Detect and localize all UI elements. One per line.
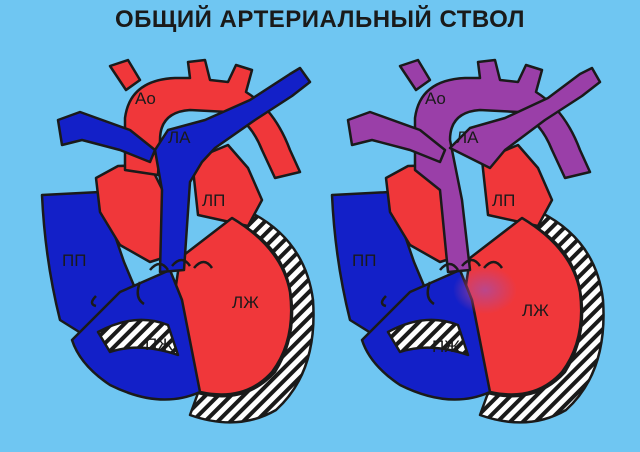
valve-marks-left xyxy=(90,258,214,308)
label-left-ventricle-left: ЛЖ xyxy=(232,293,259,312)
label-aorta-left: Ао xyxy=(135,89,156,108)
common-trunk-branch-right xyxy=(398,58,432,92)
heart-left xyxy=(40,58,315,424)
label-right-ventricle-right: ПЖ xyxy=(432,337,460,356)
pulmonary-artery-left xyxy=(153,66,312,274)
label-aorta-right: Ао xyxy=(425,89,446,108)
pulmonary-artery-right xyxy=(448,66,602,170)
label-left-atrium-left: ЛП xyxy=(202,191,225,210)
valve-marks-right xyxy=(380,258,504,308)
aorta-branch-left xyxy=(108,58,142,92)
label-right-atrium-right: ПП xyxy=(352,251,376,270)
left-atrium-right-upper xyxy=(480,143,554,228)
label-left-atrium-right: ЛП xyxy=(492,191,515,210)
mixing-zone-right xyxy=(453,266,517,314)
label-pulmonary-artery-right: ЛА xyxy=(456,128,479,147)
label-left-ventricle-right: ЛЖ xyxy=(522,301,549,320)
aorta-left xyxy=(123,58,302,180)
page-title: ОБЩИЙ АРТЕРИАЛЬНЫЙ СТВОЛ xyxy=(115,6,525,33)
label-right-atrium-left: ПП xyxy=(62,251,86,270)
septum-hatch-left xyxy=(96,318,180,357)
pulmonary-branch-left xyxy=(56,110,157,164)
label-pulmonary-artery-left: ЛА xyxy=(168,128,191,147)
septum-hatch-right xyxy=(386,318,470,357)
left-atrium-left-upper xyxy=(190,143,264,228)
label-right-ventricle-left: ПЖ xyxy=(145,335,173,354)
pulmonary-branch-right xyxy=(346,110,447,164)
heart-right xyxy=(330,58,605,424)
